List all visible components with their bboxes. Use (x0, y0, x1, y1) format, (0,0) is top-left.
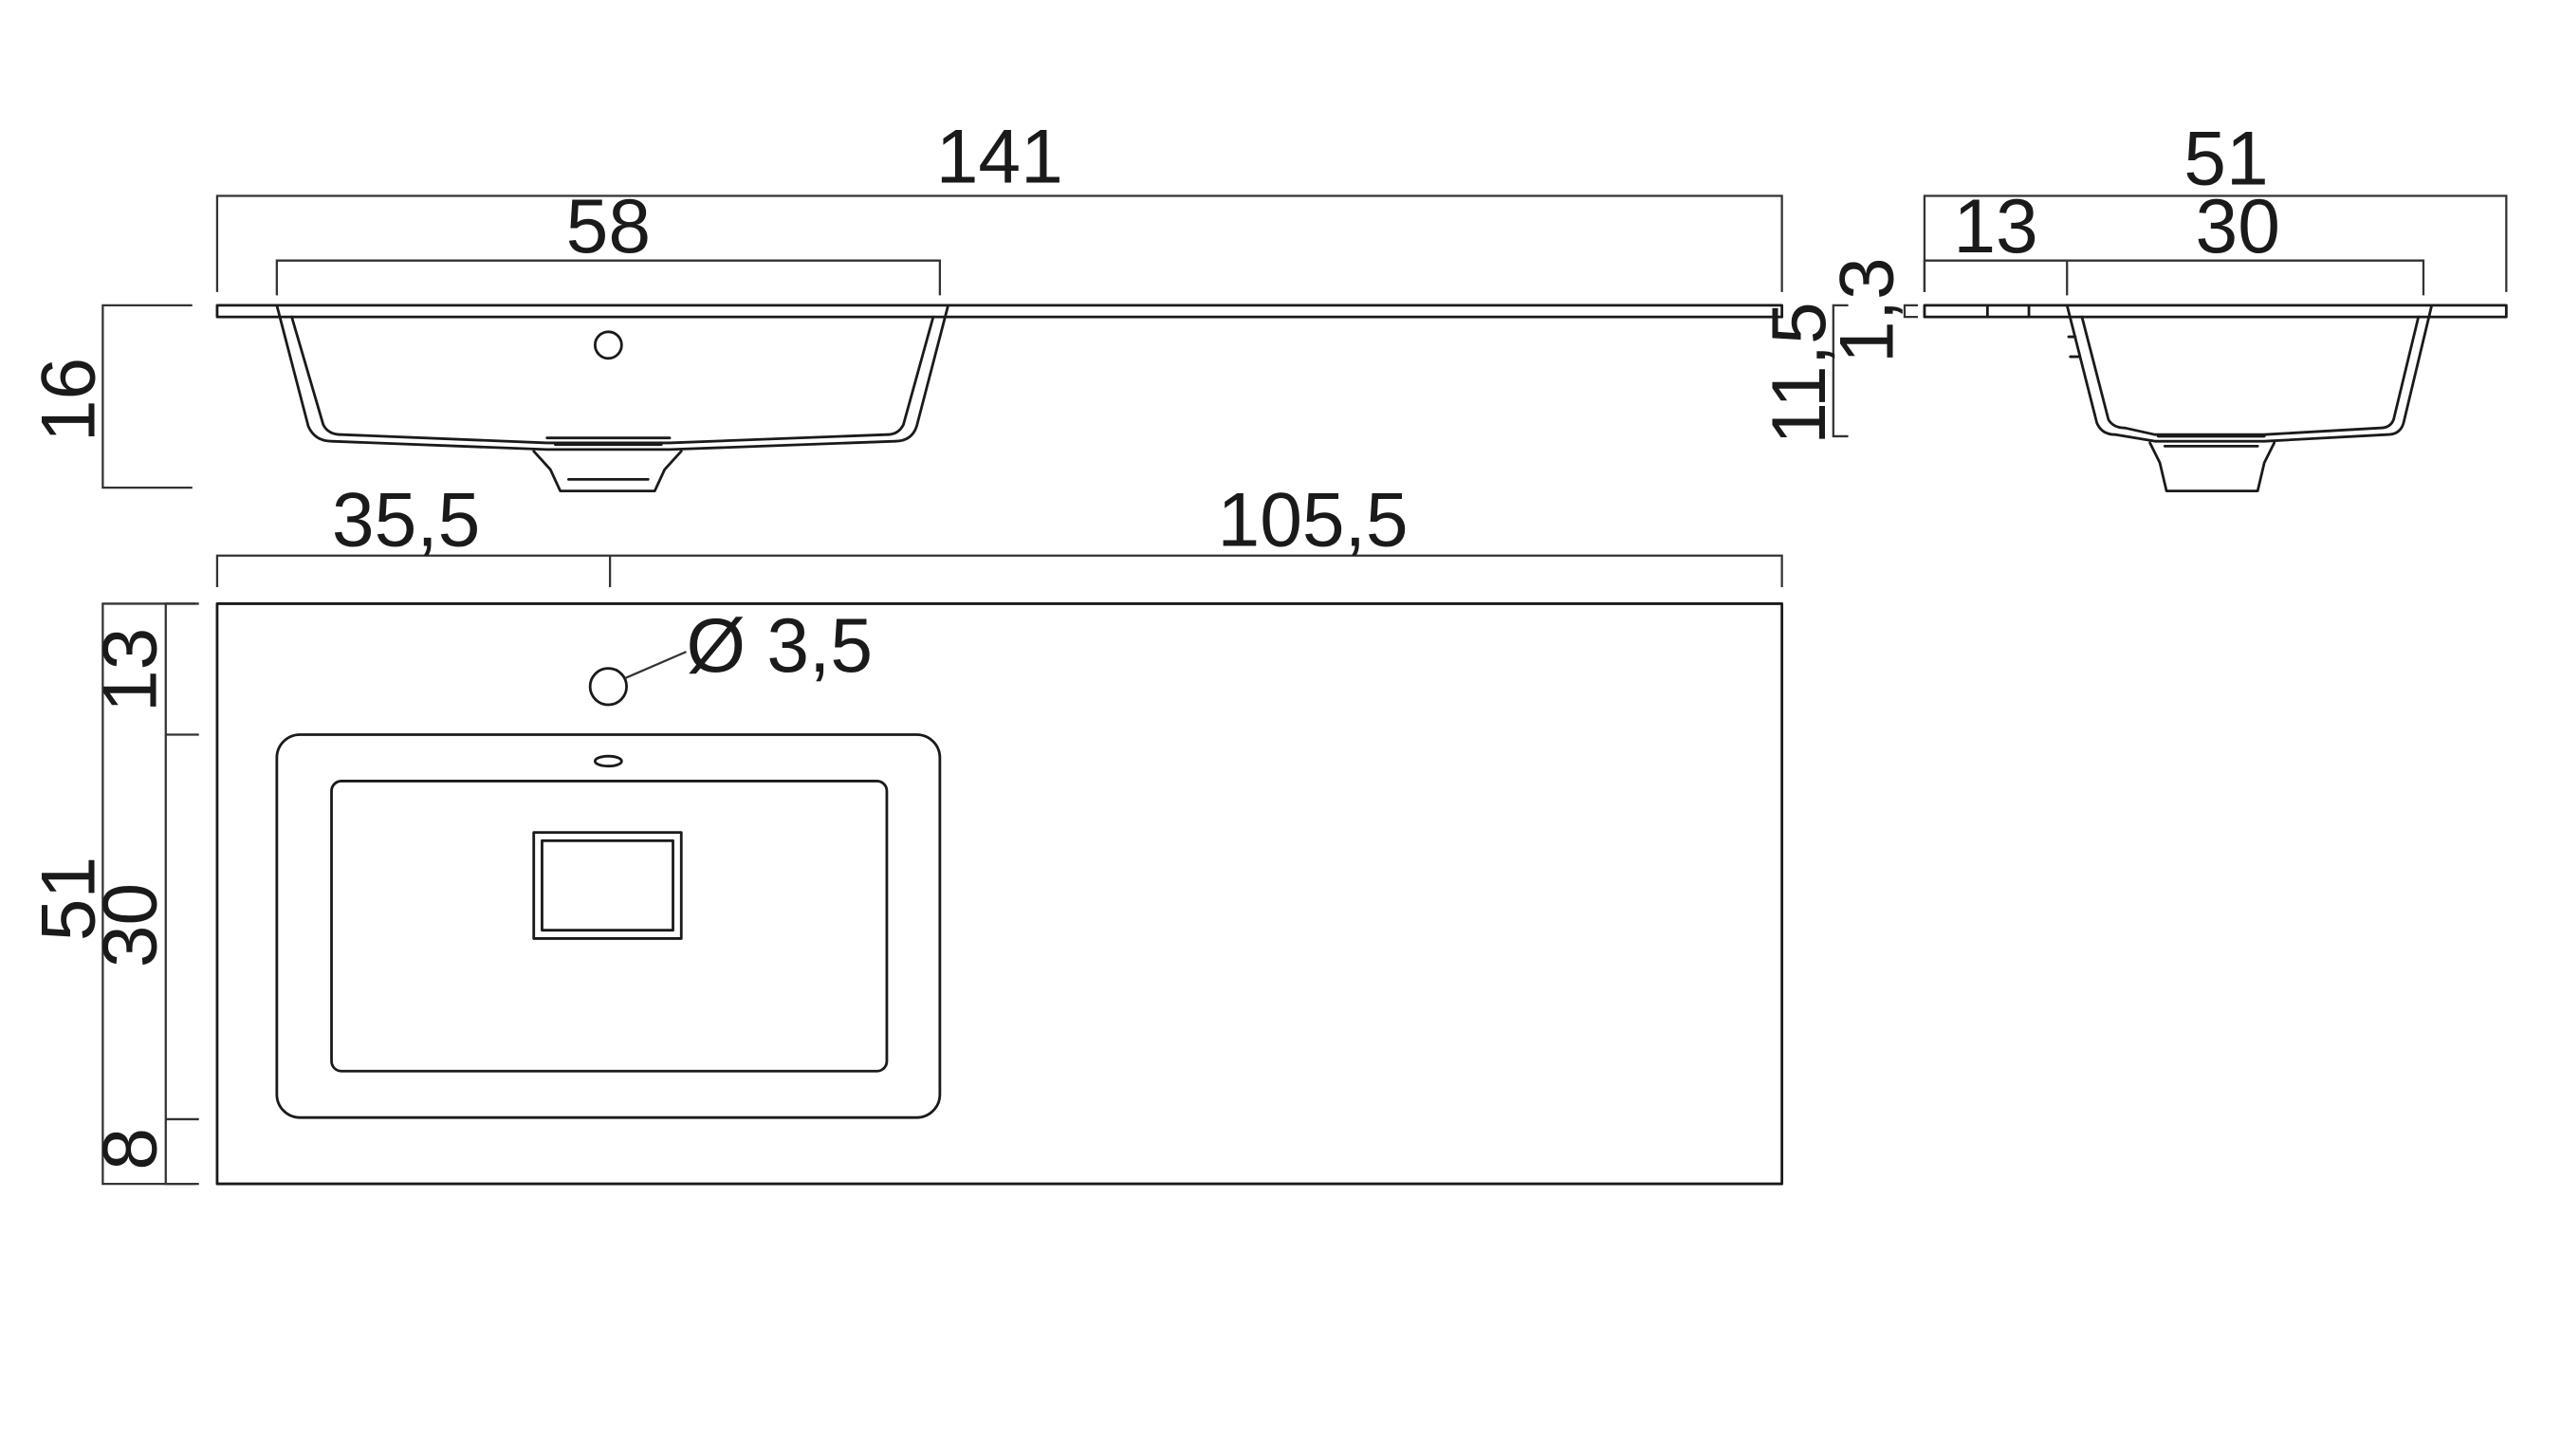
front-bowl-section (275, 304, 950, 452)
front-drain (532, 436, 683, 492)
plan-bowl-basin (330, 780, 889, 1073)
side-top-thickness-label: 1,3 (1825, 257, 1910, 363)
plan-drain-outer (532, 831, 683, 940)
front-overall-width-label: 141 (936, 115, 1063, 200)
front-tap-hole (593, 330, 623, 360)
side-countertop-slab (1923, 304, 2508, 319)
plan-drain-inner (541, 839, 674, 932)
side-drain (2148, 434, 2276, 492)
plan-partial-depth-dimension (164, 602, 199, 1186)
plan-countertop-outline (215, 602, 1784, 1186)
side-slab-joints (1985, 304, 2031, 319)
front-height-label: 16 (27, 358, 112, 442)
plan-bowl-depth-label: 30 (87, 883, 173, 968)
plan-front-offset-label: 8 (87, 1128, 173, 1170)
plan-tap-hole (588, 667, 628, 707)
side-bowl-height-label: 11,5 (1757, 302, 1842, 444)
front-overall-width-dimension (215, 194, 1783, 292)
plan-left-offset-label: 35,5 (332, 477, 480, 562)
front-bowl-width-label: 58 (566, 184, 651, 269)
front-view: 141 58 16 (27, 115, 1784, 492)
plan-overall-depth-label: 51 (27, 857, 112, 941)
side-overall-depth-dimension (1923, 194, 2508, 292)
side-bowl-depth-label: 30 (2196, 184, 2280, 269)
plan-overflow-slot (593, 754, 623, 768)
side-bowl-depth-dimension (2067, 259, 2425, 296)
plan-back-offset-label: 13 (87, 628, 173, 712)
side-top-thickness-dimension (1903, 304, 1918, 319)
side-bowl-height-dimension (1832, 304, 1849, 438)
plan-tap-hole-leader (624, 651, 687, 680)
plan-view: 35,5 105,5 51 13 30 8 Ø 3,5 (27, 477, 1784, 1186)
front-height-dimension (101, 304, 193, 489)
front-countertop-slab (215, 304, 1784, 319)
side-overall-depth-label: 51 (2183, 116, 2268, 201)
side-view: 51 13 30 1,3 11,5 (1757, 116, 2508, 492)
side-front-offset-label: 13 (1953, 184, 2037, 269)
plan-hole-diameter-label: Ø 3,5 (686, 603, 873, 689)
plan-overall-depth-dimension (101, 602, 196, 1186)
side-front-offset-dimension (1923, 259, 2069, 296)
side-bowl-section (2065, 304, 2434, 443)
plan-right-length-label: 105,5 (1218, 477, 1409, 562)
plan-width-dimension (215, 554, 1783, 587)
plan-bowl-rim (275, 733, 942, 1119)
front-bowl-width-dimension (275, 259, 942, 296)
